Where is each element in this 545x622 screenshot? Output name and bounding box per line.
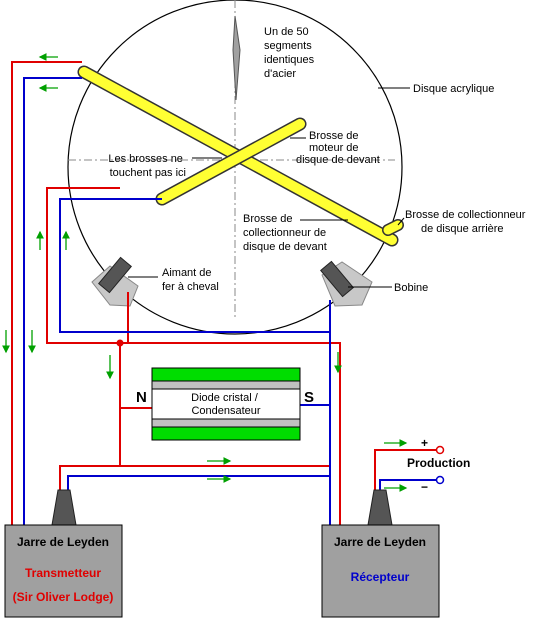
left-jar-role: Transmetteur bbox=[25, 566, 101, 580]
output-minus-terminal bbox=[435, 475, 445, 485]
disk-label: Disque acrylique bbox=[413, 83, 494, 95]
magnet-label: Aimant de fer à cheval bbox=[162, 267, 219, 293]
red-wire bbox=[11, 61, 440, 525]
blue-wire bbox=[23, 77, 440, 525]
coil bbox=[320, 260, 373, 307]
front-motor-brush-fill bbox=[157, 119, 305, 204]
horseshoe-magnet bbox=[91, 256, 139, 307]
coil-label: Bobine bbox=[394, 282, 428, 294]
production-label: Production bbox=[407, 456, 470, 470]
right-leyden-jar bbox=[321, 489, 440, 618]
rear-collector-brush-fill bbox=[383, 220, 403, 235]
right-jar-role: Récepteur bbox=[351, 570, 410, 584]
no-touch-label: Les brosses ne touchent pas ici bbox=[108, 153, 186, 179]
leader-lines bbox=[128, 87, 410, 288]
current-arrows bbox=[2, 53, 408, 492]
left-leyden-jar bbox=[4, 489, 123, 618]
motor-brush-label: Brosse de moteur de disque de devant bbox=[296, 130, 380, 166]
front-collector-label: Brosse de collectionneur de disque de de… bbox=[243, 213, 329, 253]
left-jar-title: Jarre de Leyden bbox=[17, 535, 109, 549]
segments-label: Un de 50 segments identiques d'acier bbox=[264, 26, 317, 80]
output-plus-terminal bbox=[435, 445, 445, 455]
left-jar-credit: (Sir Oliver Lodge) bbox=[13, 590, 114, 604]
red-junction bbox=[116, 339, 124, 347]
right-jar-title: Jarre de Leyden bbox=[334, 535, 426, 549]
pole-n-label: N bbox=[136, 389, 147, 406]
capacitor-block bbox=[151, 367, 301, 441]
pole-s-label: S bbox=[304, 389, 314, 406]
plus-label: + bbox=[421, 436, 428, 450]
steel-segment bbox=[232, 15, 241, 101]
minus-label: − bbox=[421, 480, 428, 494]
rear-brush-label: Brosse de collectionneur de disque arriè… bbox=[405, 209, 529, 235]
diode-label: Diode cristal / Condensateur bbox=[191, 392, 261, 417]
